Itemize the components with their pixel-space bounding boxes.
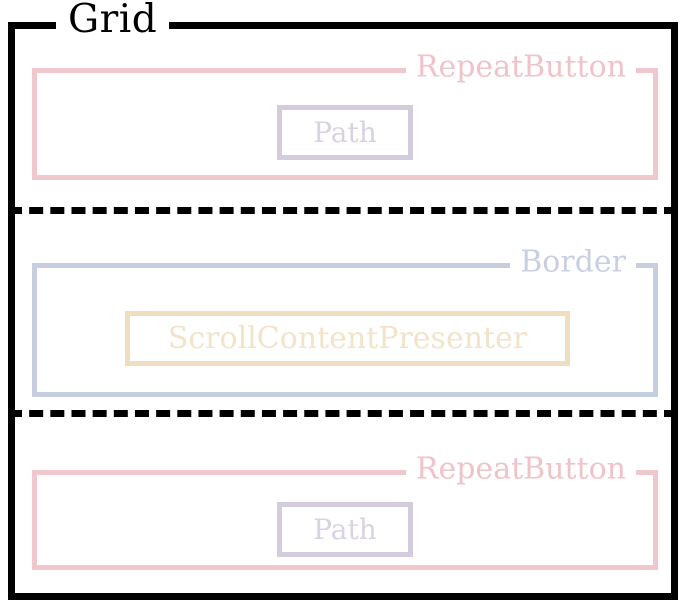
- grid-border: [8, 22, 678, 600]
- repeat-button-top-label: RepeatButton: [405, 52, 636, 83]
- row-separator-1: [8, 207, 678, 214]
- scroll-content-presenter-label: ScrollContentPresenter: [167, 320, 528, 356]
- repeat-button-top[interactable]: RepeatButton: [32, 52, 658, 180]
- border-container-label: Border: [510, 247, 636, 278]
- path-top-label: Path: [313, 115, 377, 149]
- grid-label: Grid: [56, 0, 170, 40]
- border-container-border: [32, 263, 658, 397]
- repeat-button-bottom-border: [32, 470, 658, 570]
- repeat-button-bottom[interactable]: RepeatButton: [32, 454, 658, 570]
- row-separator-2: [8, 410, 678, 417]
- grid-container[interactable]: Grid: [8, 0, 678, 600]
- repeat-button-bottom-label: RepeatButton: [405, 454, 636, 485]
- path-bottom-label: Path: [313, 512, 377, 546]
- path-top[interactable]: Path: [277, 105, 413, 160]
- repeat-button-top-border: [32, 68, 658, 180]
- scroll-content-presenter[interactable]: ScrollContentPresenter: [125, 311, 570, 366]
- path-bottom[interactable]: Path: [277, 502, 413, 557]
- border-container[interactable]: Border: [32, 247, 658, 397]
